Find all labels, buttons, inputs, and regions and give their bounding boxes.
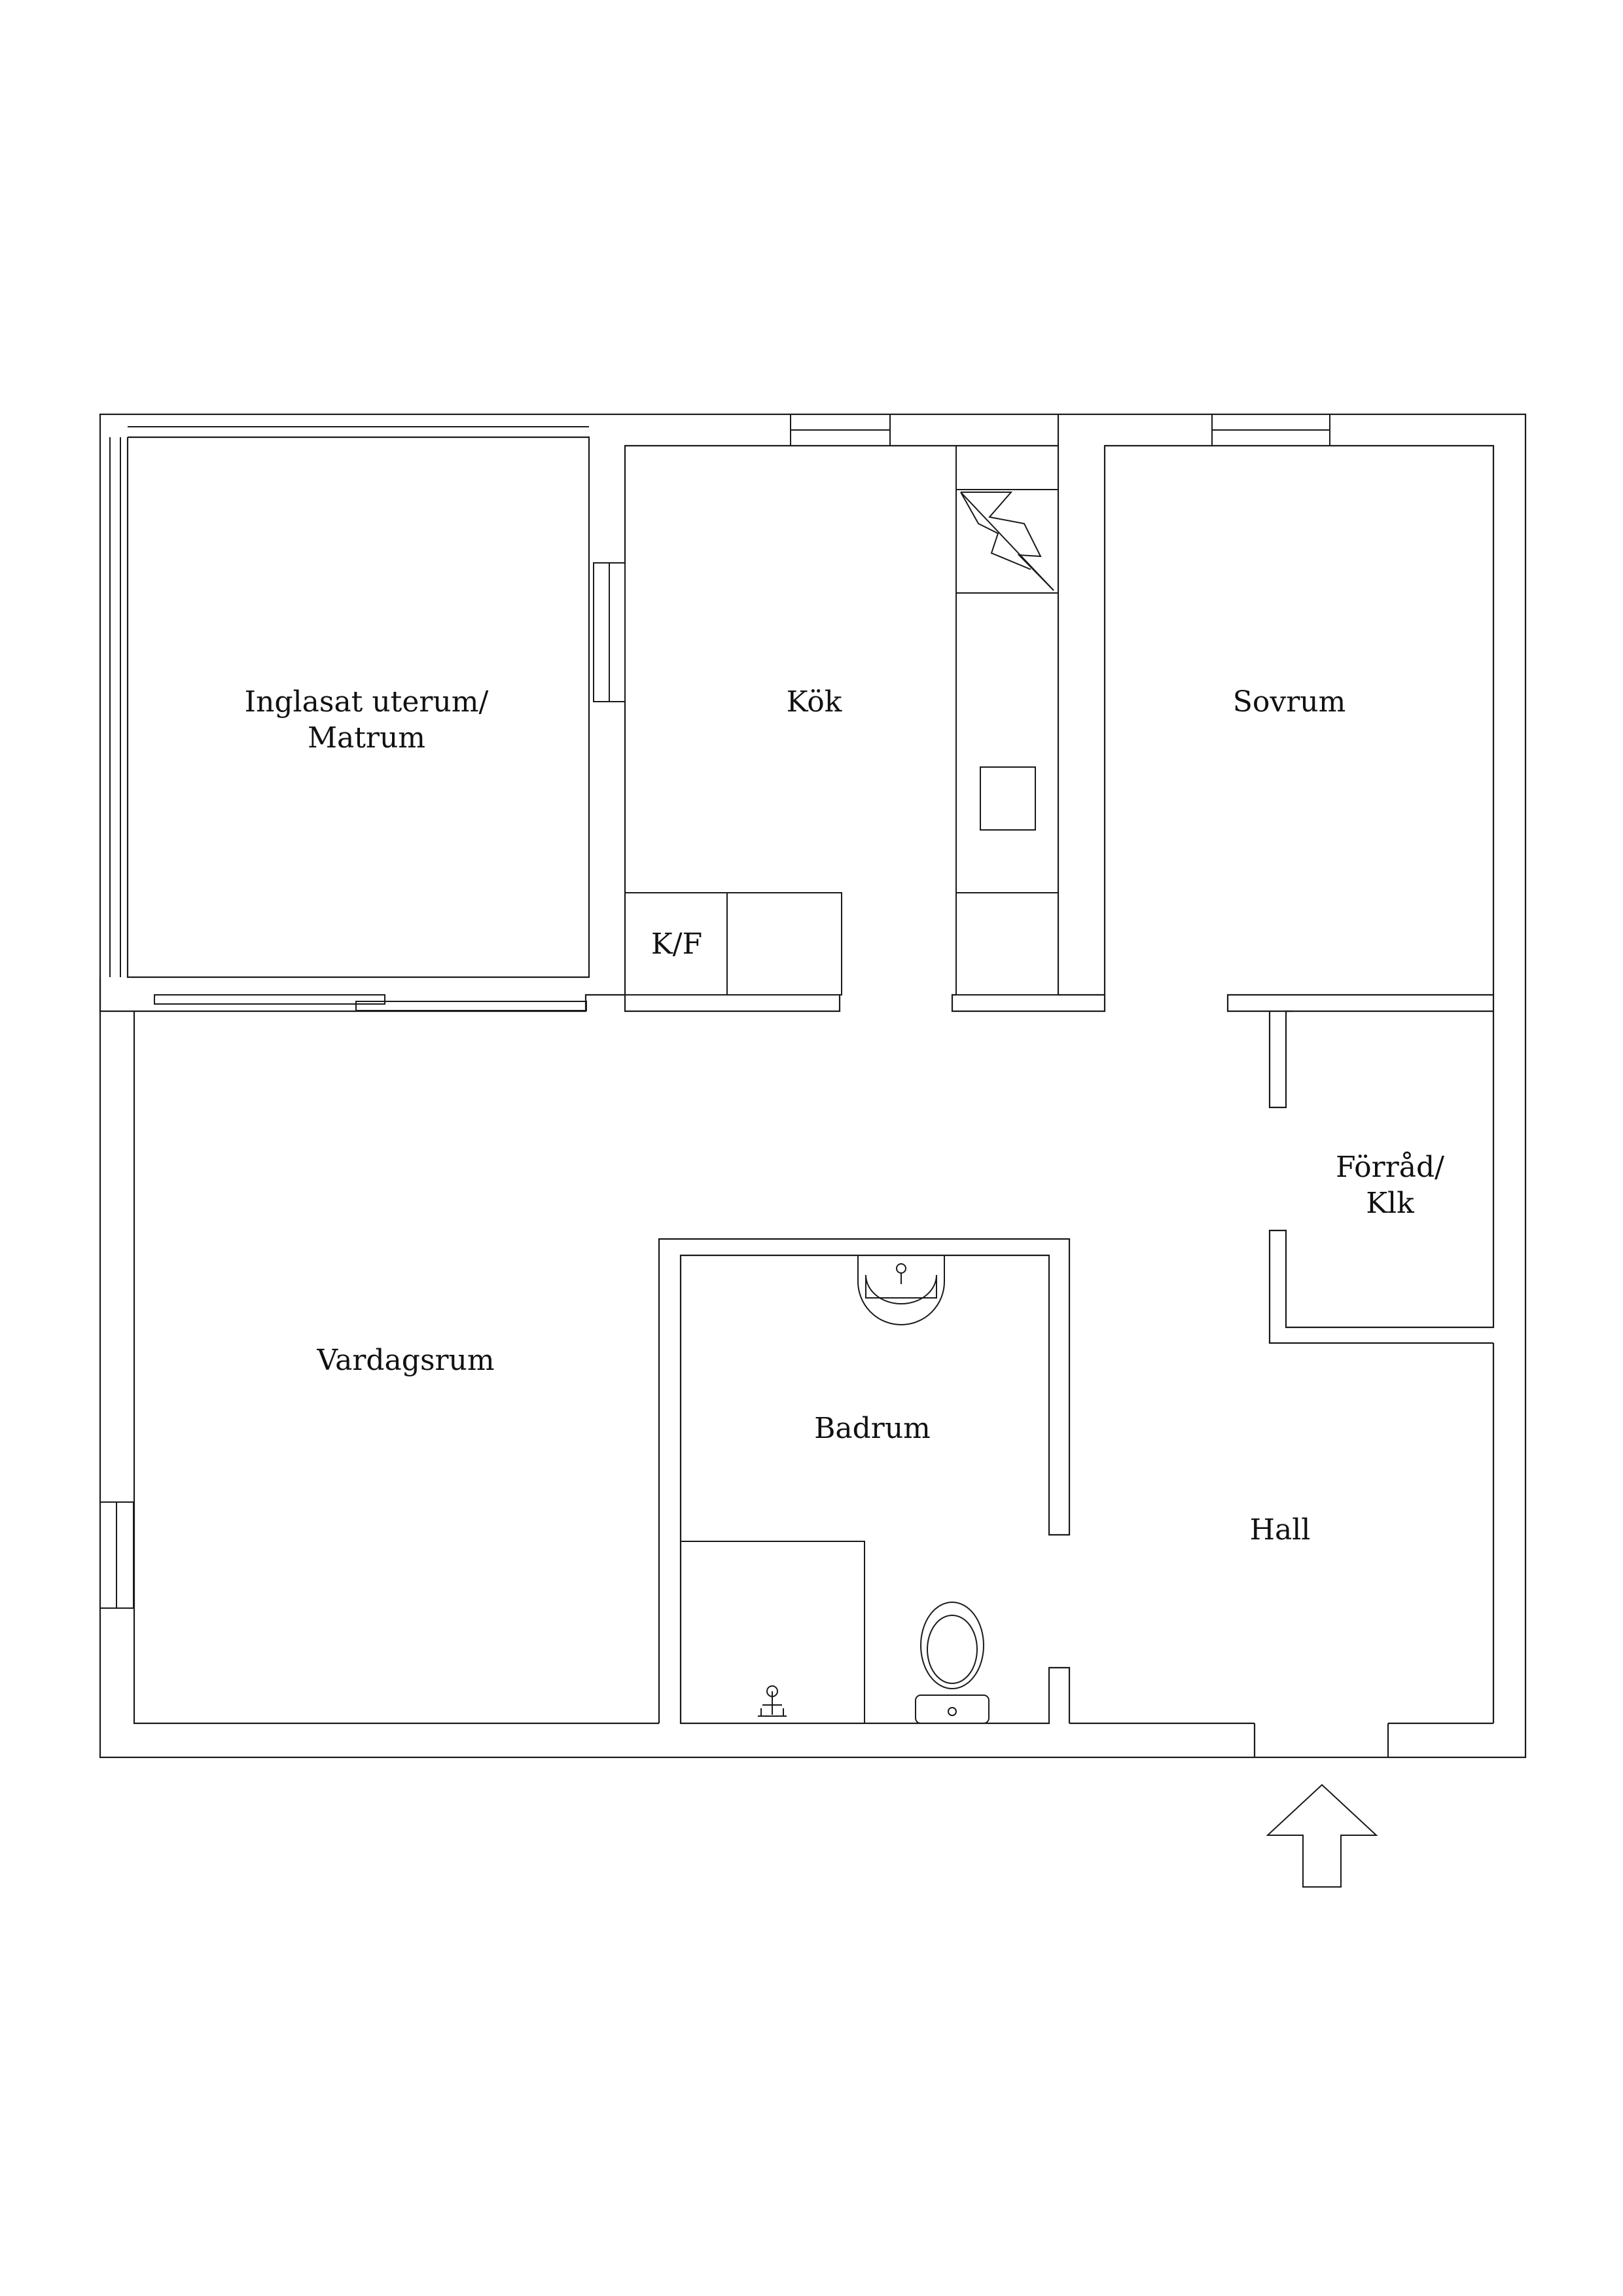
shower-area (680, 1541, 865, 1724)
label-kok: Kök (787, 685, 842, 719)
kitchen-counter (955, 445, 1059, 996)
outer-wall (99, 413, 1527, 1759)
interior-walls (99, 414, 1495, 1757)
label-vardagsrum: Vardagsrum (316, 1344, 494, 1377)
label-sovrum: Sovrum (1233, 685, 1346, 719)
sink-icon (857, 1255, 945, 1325)
kitchen-wall (624, 444, 1106, 1013)
shower-icon (758, 1685, 787, 1717)
entrance-arrow-icon (1266, 1784, 1378, 1888)
bedroom-wall (1103, 444, 1495, 1013)
label-hall: Hall (1250, 1513, 1311, 1547)
label-uterum-line2: Matrum (308, 721, 425, 755)
storage-walls (1268, 1010, 1495, 1344)
living-left-wall (133, 1011, 659, 1725)
kitchen-sink (980, 766, 1036, 831)
kitchen-window (790, 414, 891, 446)
room-labels: Inglasat uterum/ Matrum Kök Sovrum K/F F… (245, 685, 1444, 1547)
uterum-glazed-door (593, 562, 626, 702)
label-forrad-line1: Förråd/ (1336, 1151, 1444, 1184)
toilet-icon (915, 1602, 990, 1724)
uterum-top-window (128, 426, 589, 438)
uterum-sliding-door (154, 994, 587, 1011)
bathroom-walls (658, 1238, 1071, 1725)
uterum-left-window (109, 437, 121, 977)
fridge-counter (624, 892, 842, 996)
stove-icon (960, 492, 1054, 591)
bedroom-window (1211, 414, 1330, 446)
livingroom-window (99, 1501, 134, 1609)
label-kf: K/F (651, 927, 702, 961)
label-badrum: Badrum (814, 1412, 931, 1445)
uterum-wall (126, 436, 590, 978)
living-top-wall (99, 977, 841, 1013)
label-forrad-line2: Klk (1366, 1187, 1414, 1220)
label-uterum-line1: Inglasat uterum/ (245, 685, 489, 719)
